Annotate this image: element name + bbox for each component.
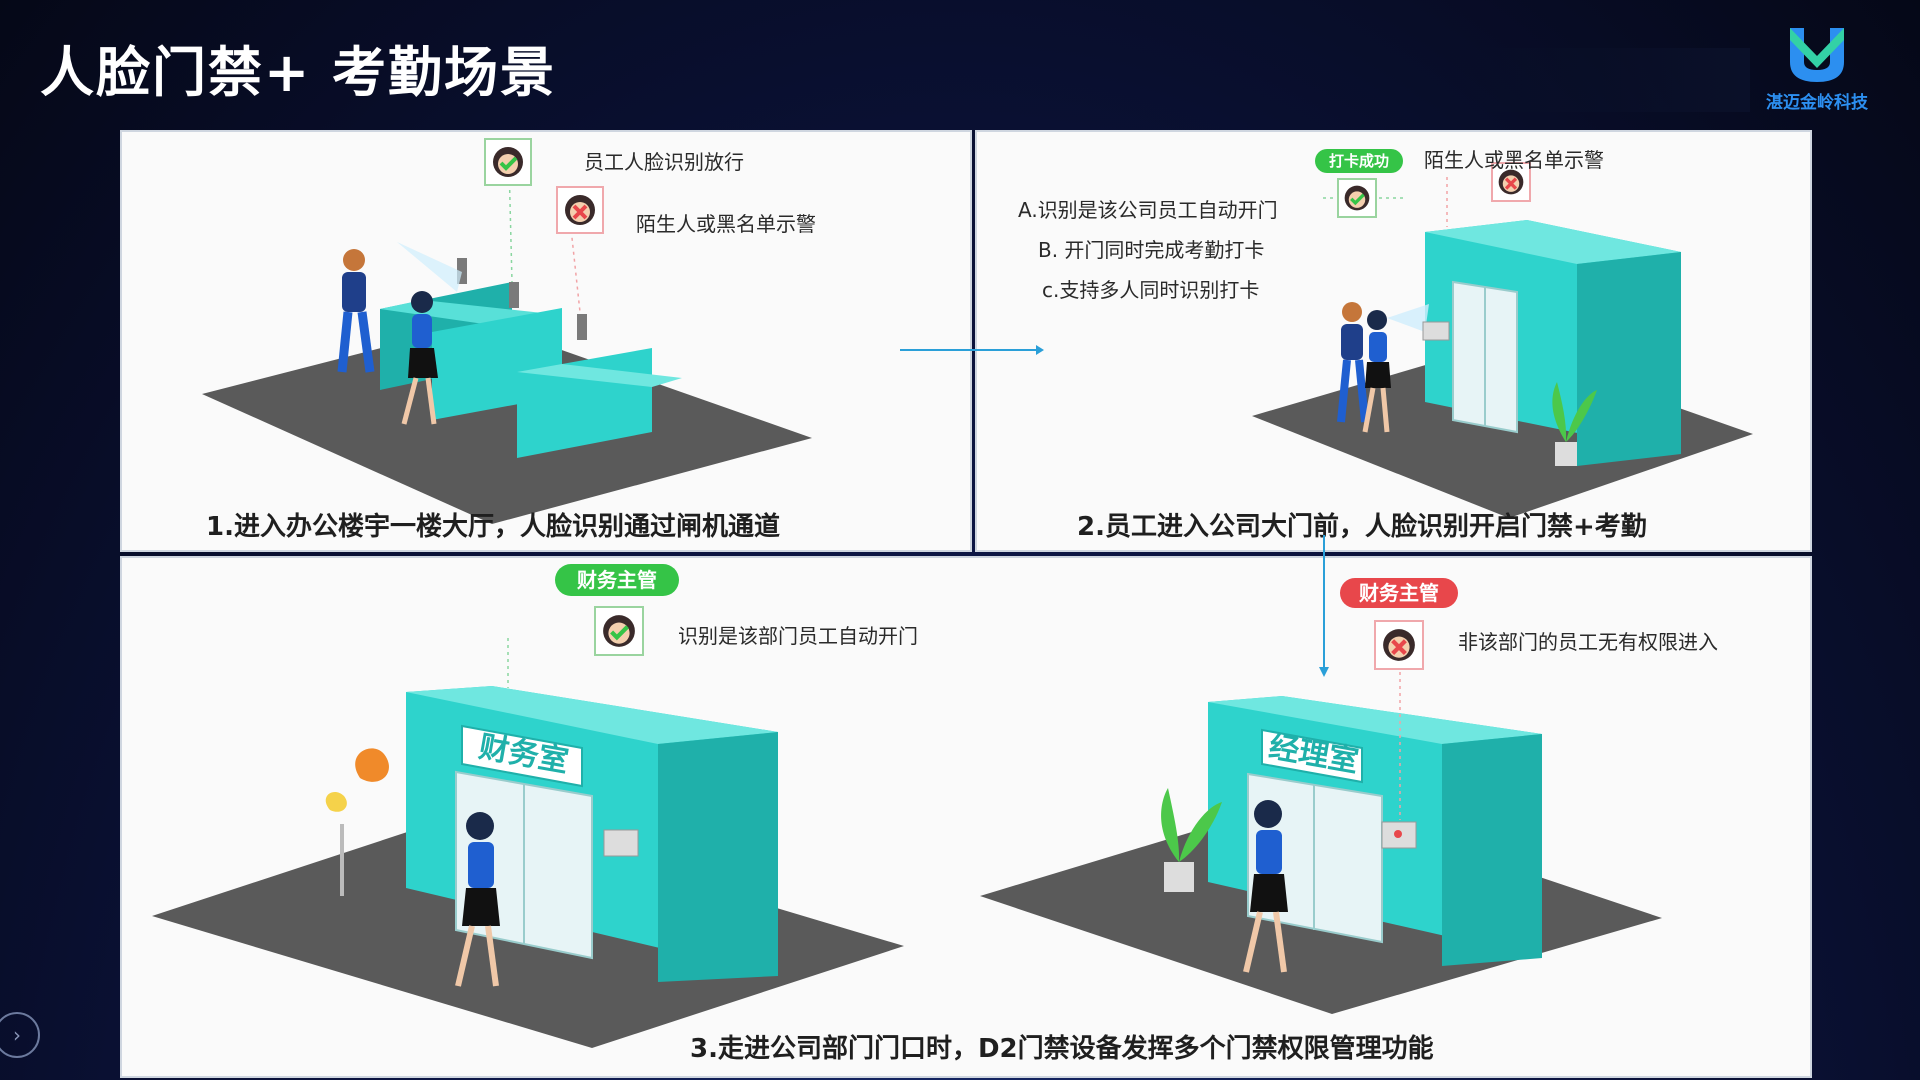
panel3-caption: 3.走进公司部门门口时，D2门禁设备发挥多个门禁权限管理功能 bbox=[690, 1034, 1434, 1064]
check-in-success-badge: 打卡成功 bbox=[1315, 149, 1403, 173]
feature-point-a: A.识别是该公司员工自动开门 bbox=[1018, 198, 1278, 222]
note-stranger-alarm: 陌生人或黑名单示警 bbox=[636, 212, 816, 236]
face-alert-icon bbox=[556, 186, 604, 234]
next-slide-button[interactable]: › bbox=[0, 1012, 40, 1058]
panel2-caption: 2.员工进入公司大门前，人脸识别开启门禁+考勤 bbox=[1077, 512, 1647, 542]
note-department-auto-open: 识别是该部门员工自动开门 bbox=[678, 624, 918, 648]
slide-title: 人脸门禁+ 考勤场景 bbox=[40, 41, 557, 104]
face-recognized-icon bbox=[594, 606, 644, 656]
lobby-gate-illustration bbox=[202, 161, 812, 524]
feature-point-c: c.支持多人同时识别打卡 bbox=[1042, 278, 1260, 302]
note-employee-pass: 员工人脸识别放行 bbox=[584, 150, 744, 174]
face-recognized-icon bbox=[1337, 178, 1377, 218]
company-name: 湛迈金岭科技 bbox=[1766, 93, 1868, 113]
finance-manager-badge-denied: 财务主管 bbox=[1340, 578, 1458, 608]
panel1-caption: 1.进入办公楼宇一楼大厅，人脸识别通过闸机通道 bbox=[206, 512, 780, 542]
face-denied-icon bbox=[1374, 620, 1424, 670]
feature-point-b: B. 开门同时完成考勤打卡 bbox=[1038, 238, 1265, 262]
chevron-right-icon: › bbox=[13, 1023, 21, 1047]
scene-panel-department-doors: 财务室 经理室 财务主管 bbox=[120, 556, 1812, 1078]
company-logo bbox=[1790, 28, 1844, 82]
header-decoration bbox=[1450, 48, 1750, 112]
scene-panel-company-entrance: 打卡成功 陌生人或黑名单示警 A.识别是该公司员工自动开门 B. 开门同时完成考… bbox=[975, 130, 1812, 552]
scene-panel-lobby: 员工人脸识别放行 陌生人或黑名单示警 1.进入办公楼宇一楼大厅，人脸识别通过闸机… bbox=[120, 130, 972, 552]
finance-manager-badge-ok: 财务主管 bbox=[555, 564, 679, 596]
flow-arrow-right bbox=[900, 345, 1044, 355]
entrance-door-illustration bbox=[1252, 177, 1753, 518]
face-recognized-icon bbox=[484, 138, 532, 186]
note-stranger-alarm: 陌生人或黑名单示警 bbox=[1424, 148, 1604, 172]
flow-arrow-down bbox=[1319, 535, 1329, 677]
note-no-permission: 非该部门的员工无有权限进入 bbox=[1458, 630, 1718, 654]
face-alert-icon bbox=[1491, 162, 1531, 202]
department-doors-illustration: 财务室 经理室 bbox=[152, 638, 1662, 1048]
